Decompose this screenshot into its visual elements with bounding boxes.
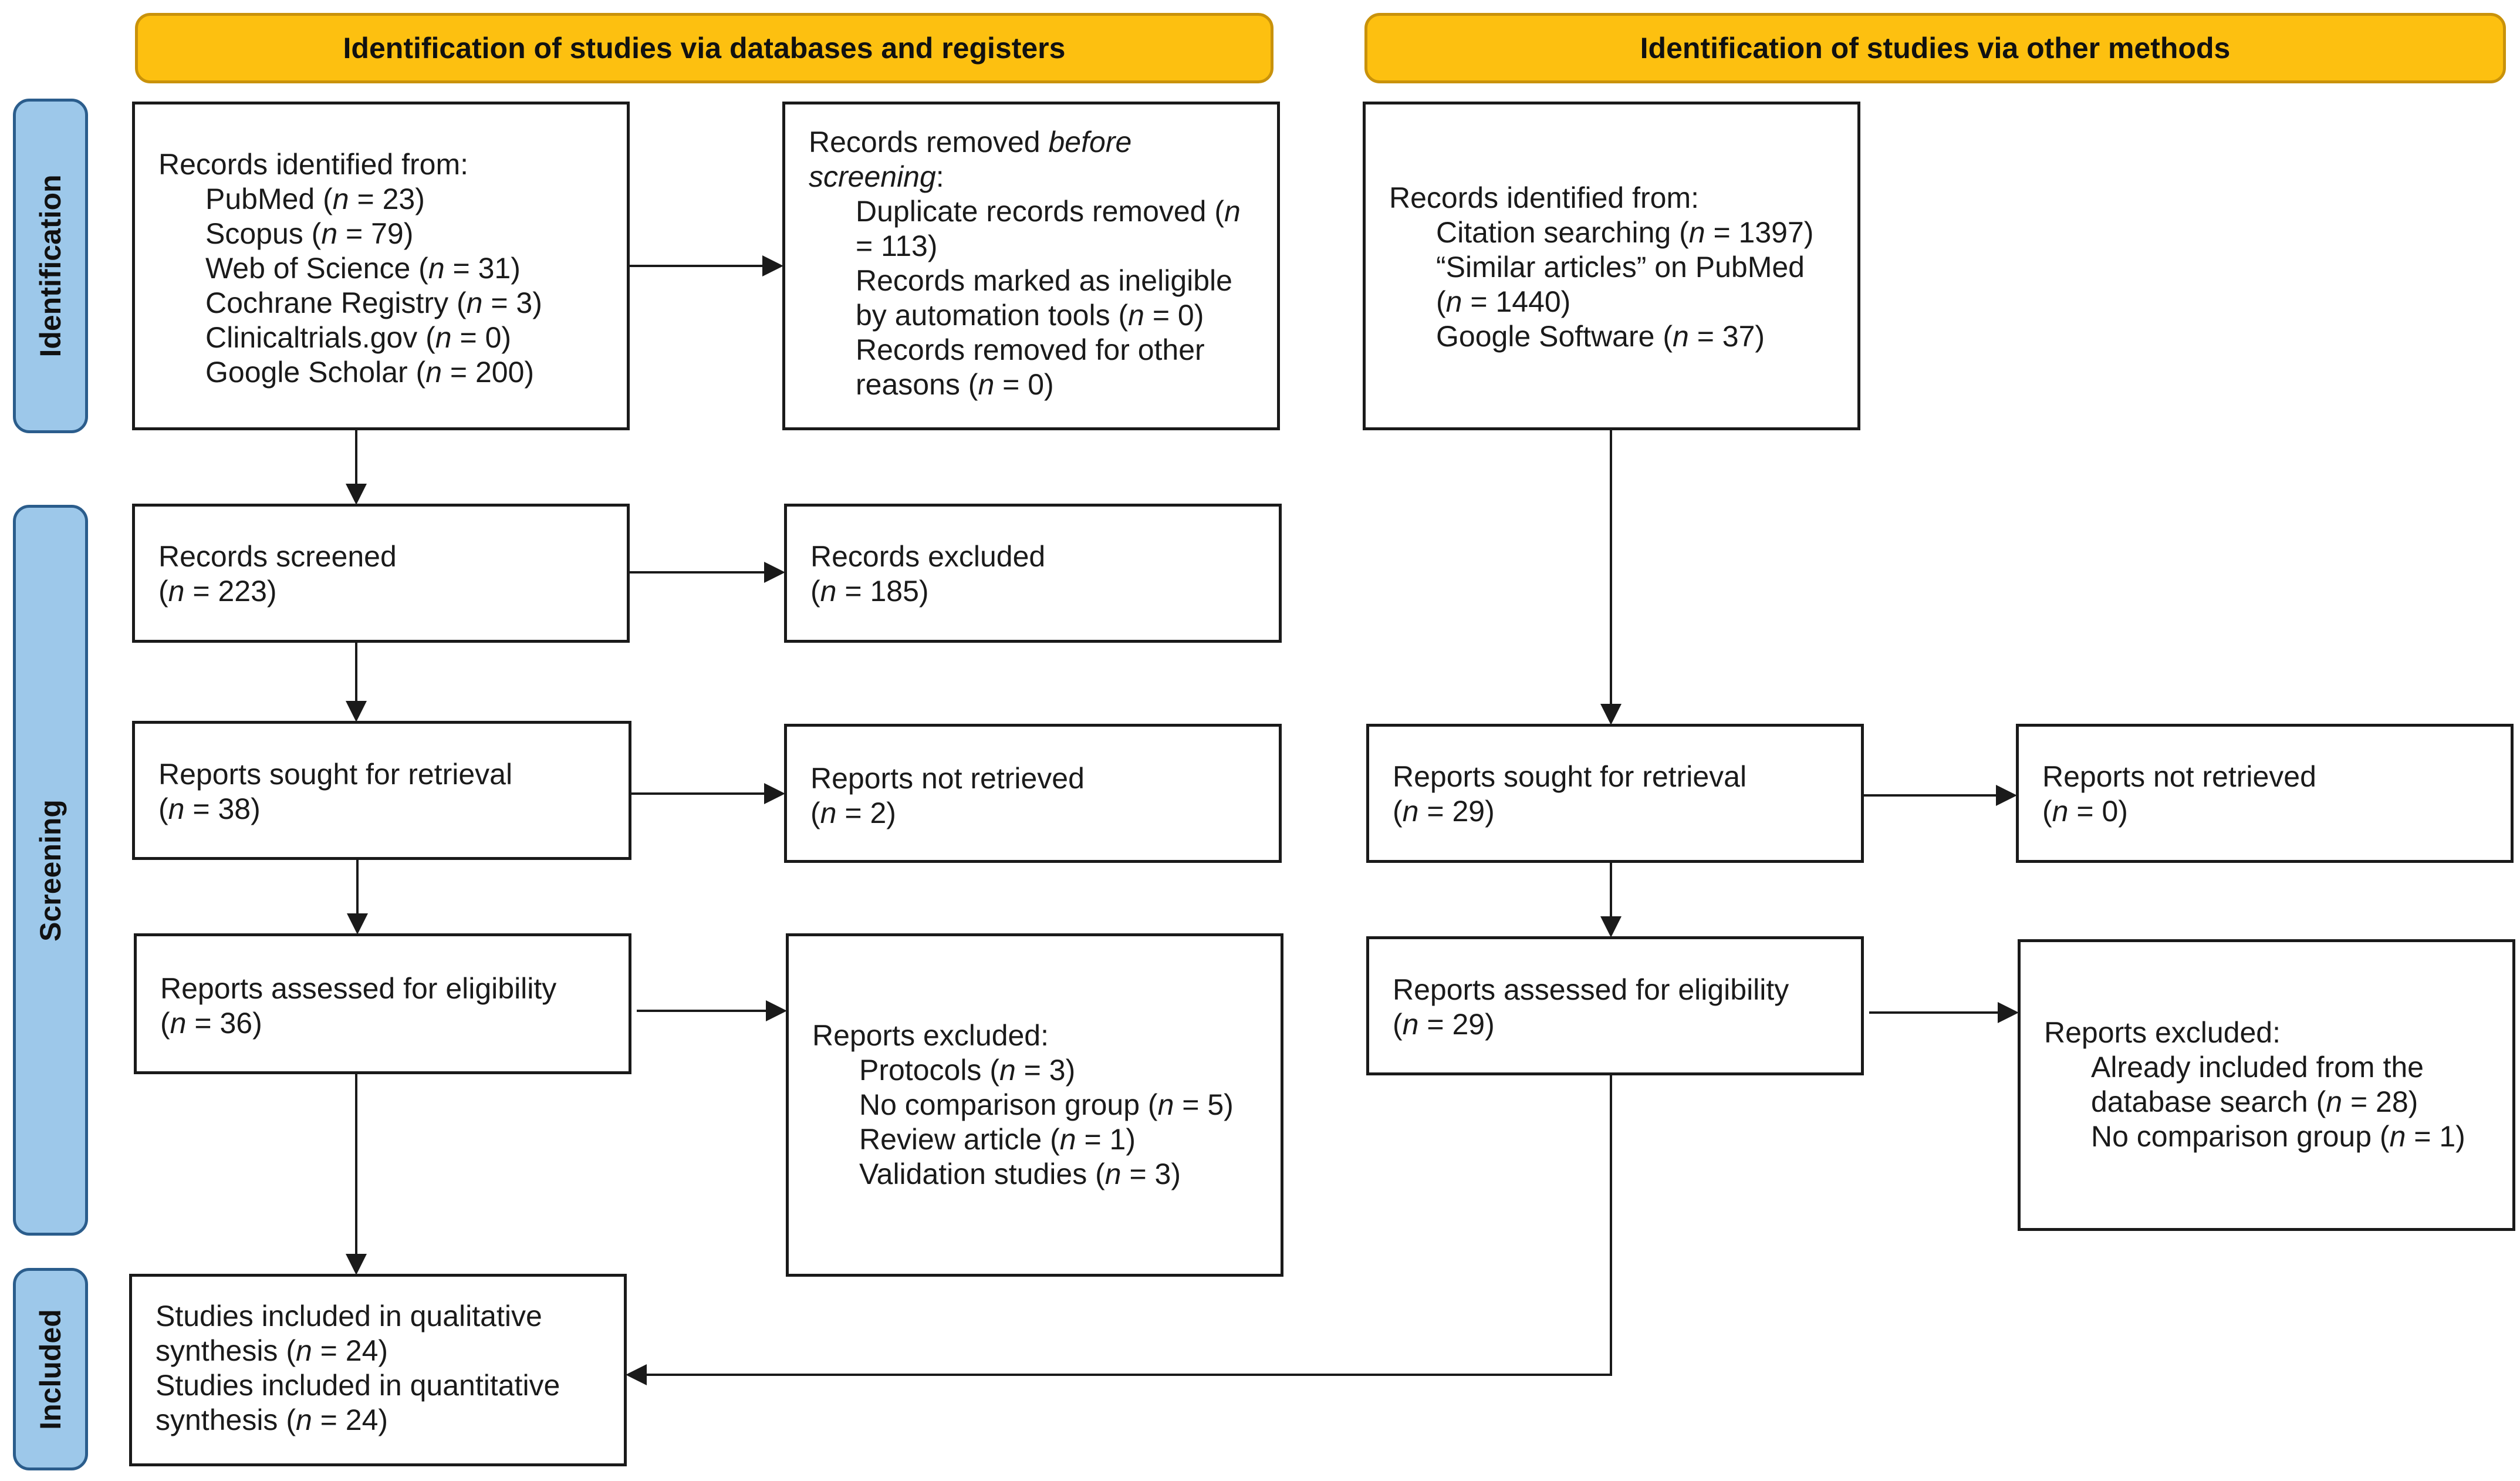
db-records-removed-box — [782, 102, 1280, 430]
included-studies-text: Studies included in qualitative synthesi… — [156, 1300, 560, 1436]
db-records-identified-text: Records identified from: PubMed (n = 23)… — [158, 148, 542, 389]
arrow-other-assessed-to-included — [626, 1075, 1612, 1385]
db-reports-assessed-text: Reports assessed for eligibility (n = 36… — [160, 972, 557, 1040]
header-databases: Identification of studies via databases … — [135, 13, 1273, 83]
db-reports-excluded-text: Reports excluded: Protocols (n = 3) No c… — [812, 1019, 1234, 1190]
other-reports-sought-text: Reports sought for retrieval (n = 29) — [1393, 760, 1747, 828]
other-records-identified-text: Records identified from: Citation search… — [1389, 181, 1814, 353]
other-reports-excluded-box — [2018, 939, 2515, 1231]
db-reports-sought-box — [132, 721, 631, 860]
db-reports-assessed-box — [134, 933, 631, 1074]
other-records-identified-box — [1363, 102, 1860, 430]
header-other-methods: Identification of studies via other meth… — [1364, 13, 2506, 83]
db-records-excluded-text: Records excluded (n = 185) — [810, 540, 1046, 608]
other-reports-not-retrieved-text: Reports not retrieved (n = 0) — [2042, 760, 2316, 828]
other-reports-sought-box — [1366, 724, 1864, 863]
header-databases-text: Identification of studies via databases … — [343, 32, 1066, 65]
db-records-screened-box — [132, 504, 630, 643]
other-reports-not-retrieved-box — [2016, 724, 2514, 863]
db-records-identified-box — [132, 102, 630, 430]
stage-screening: Screening — [13, 505, 88, 1236]
db-records-excluded-box — [784, 504, 1282, 643]
stage-identification: Identification — [13, 99, 88, 433]
db-records-removed-text: Records removed before screening: Duplic… — [809, 126, 1241, 401]
db-reports-sought-text: Reports sought for retrieval (n = 38) — [158, 758, 513, 825]
db-reports-not-retrieved-box — [784, 724, 1282, 863]
db-reports-not-retrieved-text: Reports not retrieved (n = 2) — [810, 762, 1085, 829]
other-reports-assessed-box — [1366, 936, 1864, 1075]
db-reports-excluded-box — [786, 933, 1283, 1277]
included-studies-box — [129, 1274, 627, 1466]
other-reports-assessed-text: Reports assessed for eligibility (n = 29… — [1393, 973, 1789, 1041]
db-records-screened-text: Records screened (n = 223) — [158, 540, 397, 608]
stage-included: Included — [13, 1268, 88, 1470]
other-reports-excluded-text: Reports excluded: Already included from … — [2044, 1016, 2465, 1153]
header-other-methods-text: Identification of studies via other meth… — [1640, 32, 2231, 65]
